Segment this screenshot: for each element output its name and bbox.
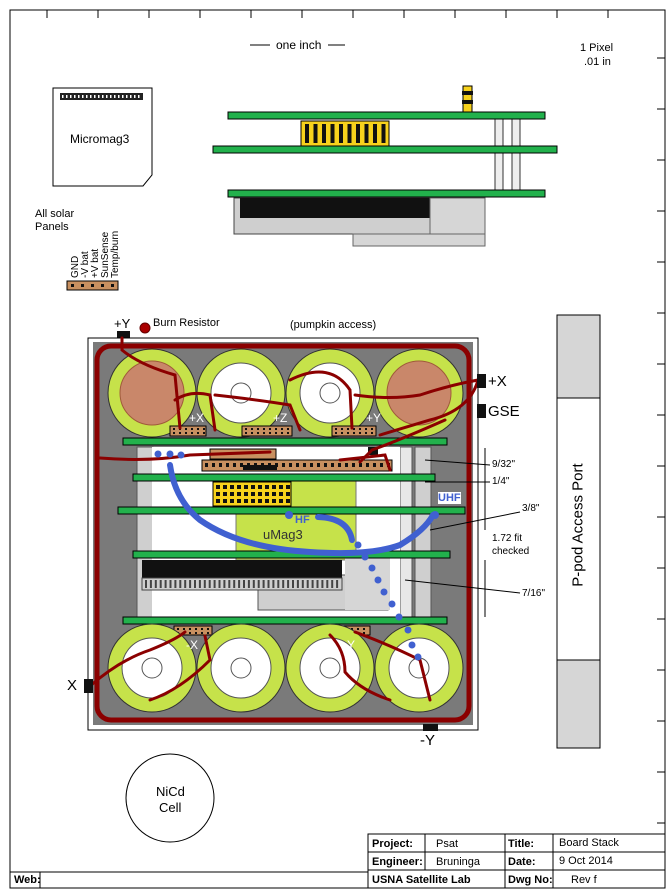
nicd-label: NiCd (156, 784, 185, 799)
x-port (84, 679, 93, 693)
x-label: X (67, 677, 78, 694)
top-solar-cells (107, 348, 464, 438)
dim-9-32: 9/32" (492, 459, 516, 470)
project-value: Psat (436, 838, 459, 850)
solar-panel-connector (66, 280, 119, 291)
coax-cable-dots (154, 450, 422, 661)
dimension-leaders (404, 448, 521, 617)
plus-x-port (477, 374, 486, 388)
plus-y-label: +Y (114, 316, 131, 331)
cell-label: Cell (159, 800, 182, 815)
dwg-label: Dwg No: (508, 874, 553, 886)
date-value: 9 Oct 2014 (559, 855, 613, 867)
enclosure-harness (94, 343, 472, 723)
dim-7-16: 7/16" (522, 588, 546, 599)
connector-plus-y (331, 425, 377, 437)
date-label: Date: (508, 856, 536, 868)
gse-port (477, 404, 486, 418)
solar-title: All solar (35, 208, 75, 220)
umag3-label: uMag3 (263, 527, 303, 542)
uhf-label: UHF (438, 492, 461, 504)
board-1 (122, 437, 448, 446)
uhf-node (431, 511, 439, 519)
pumpkin-connector (142, 560, 342, 578)
title-label: Title: (508, 838, 535, 850)
hf-node (285, 511, 293, 519)
side-view-stack (212, 85, 558, 247)
minus-y-port (423, 724, 438, 731)
conn-minus-y-label: -Y (343, 638, 355, 652)
scale-label: one inch (276, 38, 322, 52)
pixel-scale: .01 in (584, 56, 611, 68)
burn-resistor (139, 322, 151, 334)
title-block (9, 833, 666, 889)
pumpkin-access-label: (pumpkin access) (290, 319, 377, 331)
conn-minus-x-label: -X (186, 638, 198, 652)
minus-y-label: -Y (420, 732, 435, 749)
conn-plus-y-label: +Y (366, 411, 382, 425)
dwg-value: Rev f (571, 874, 597, 886)
connector-plus-x (169, 425, 207, 437)
gse-label: GSE (488, 403, 520, 420)
micromag3-label: Micromag3 (70, 132, 130, 146)
nicd-cell (125, 753, 215, 843)
ruler-ticks (46, 10, 665, 824)
dim-1-72: 1.72 fit (492, 533, 523, 544)
hf-label: HF (295, 514, 310, 526)
dim-1-4: 1/4" (492, 476, 510, 487)
board-2 (132, 473, 436, 482)
conn-plus-z-label: +Z (273, 411, 288, 425)
web-label: Web: (14, 874, 41, 886)
engineer-value: Bruninga (436, 856, 481, 868)
plus-x-label: +X (488, 373, 507, 390)
solar-pin-label: Temp/burn (110, 230, 121, 278)
burn-resistor-label: Burn Resistor (153, 317, 220, 329)
pixel-note: 1 Pixel (580, 42, 614, 54)
dim-checked: checked (492, 546, 530, 557)
board-5 (122, 616, 448, 625)
coax-cable (167, 462, 436, 557)
ppod-access-port (556, 314, 601, 749)
title-value: Board Stack (559, 837, 619, 849)
plus-y-port (117, 331, 130, 340)
solar-title-2: Panels (35, 221, 69, 233)
wiring (88, 336, 480, 702)
conn-plus-x-label: +X (189, 411, 205, 425)
lab-label: USNA Satellite Lab (372, 874, 471, 886)
project-label: Project: (372, 838, 413, 850)
dim-3-8: 3/8" (522, 503, 540, 514)
connector-plus-z (241, 425, 293, 437)
engineer-label: Engineer: (372, 856, 423, 868)
ppod-label: P-pod Access Port (569, 463, 587, 587)
micromag3-module (52, 87, 153, 187)
